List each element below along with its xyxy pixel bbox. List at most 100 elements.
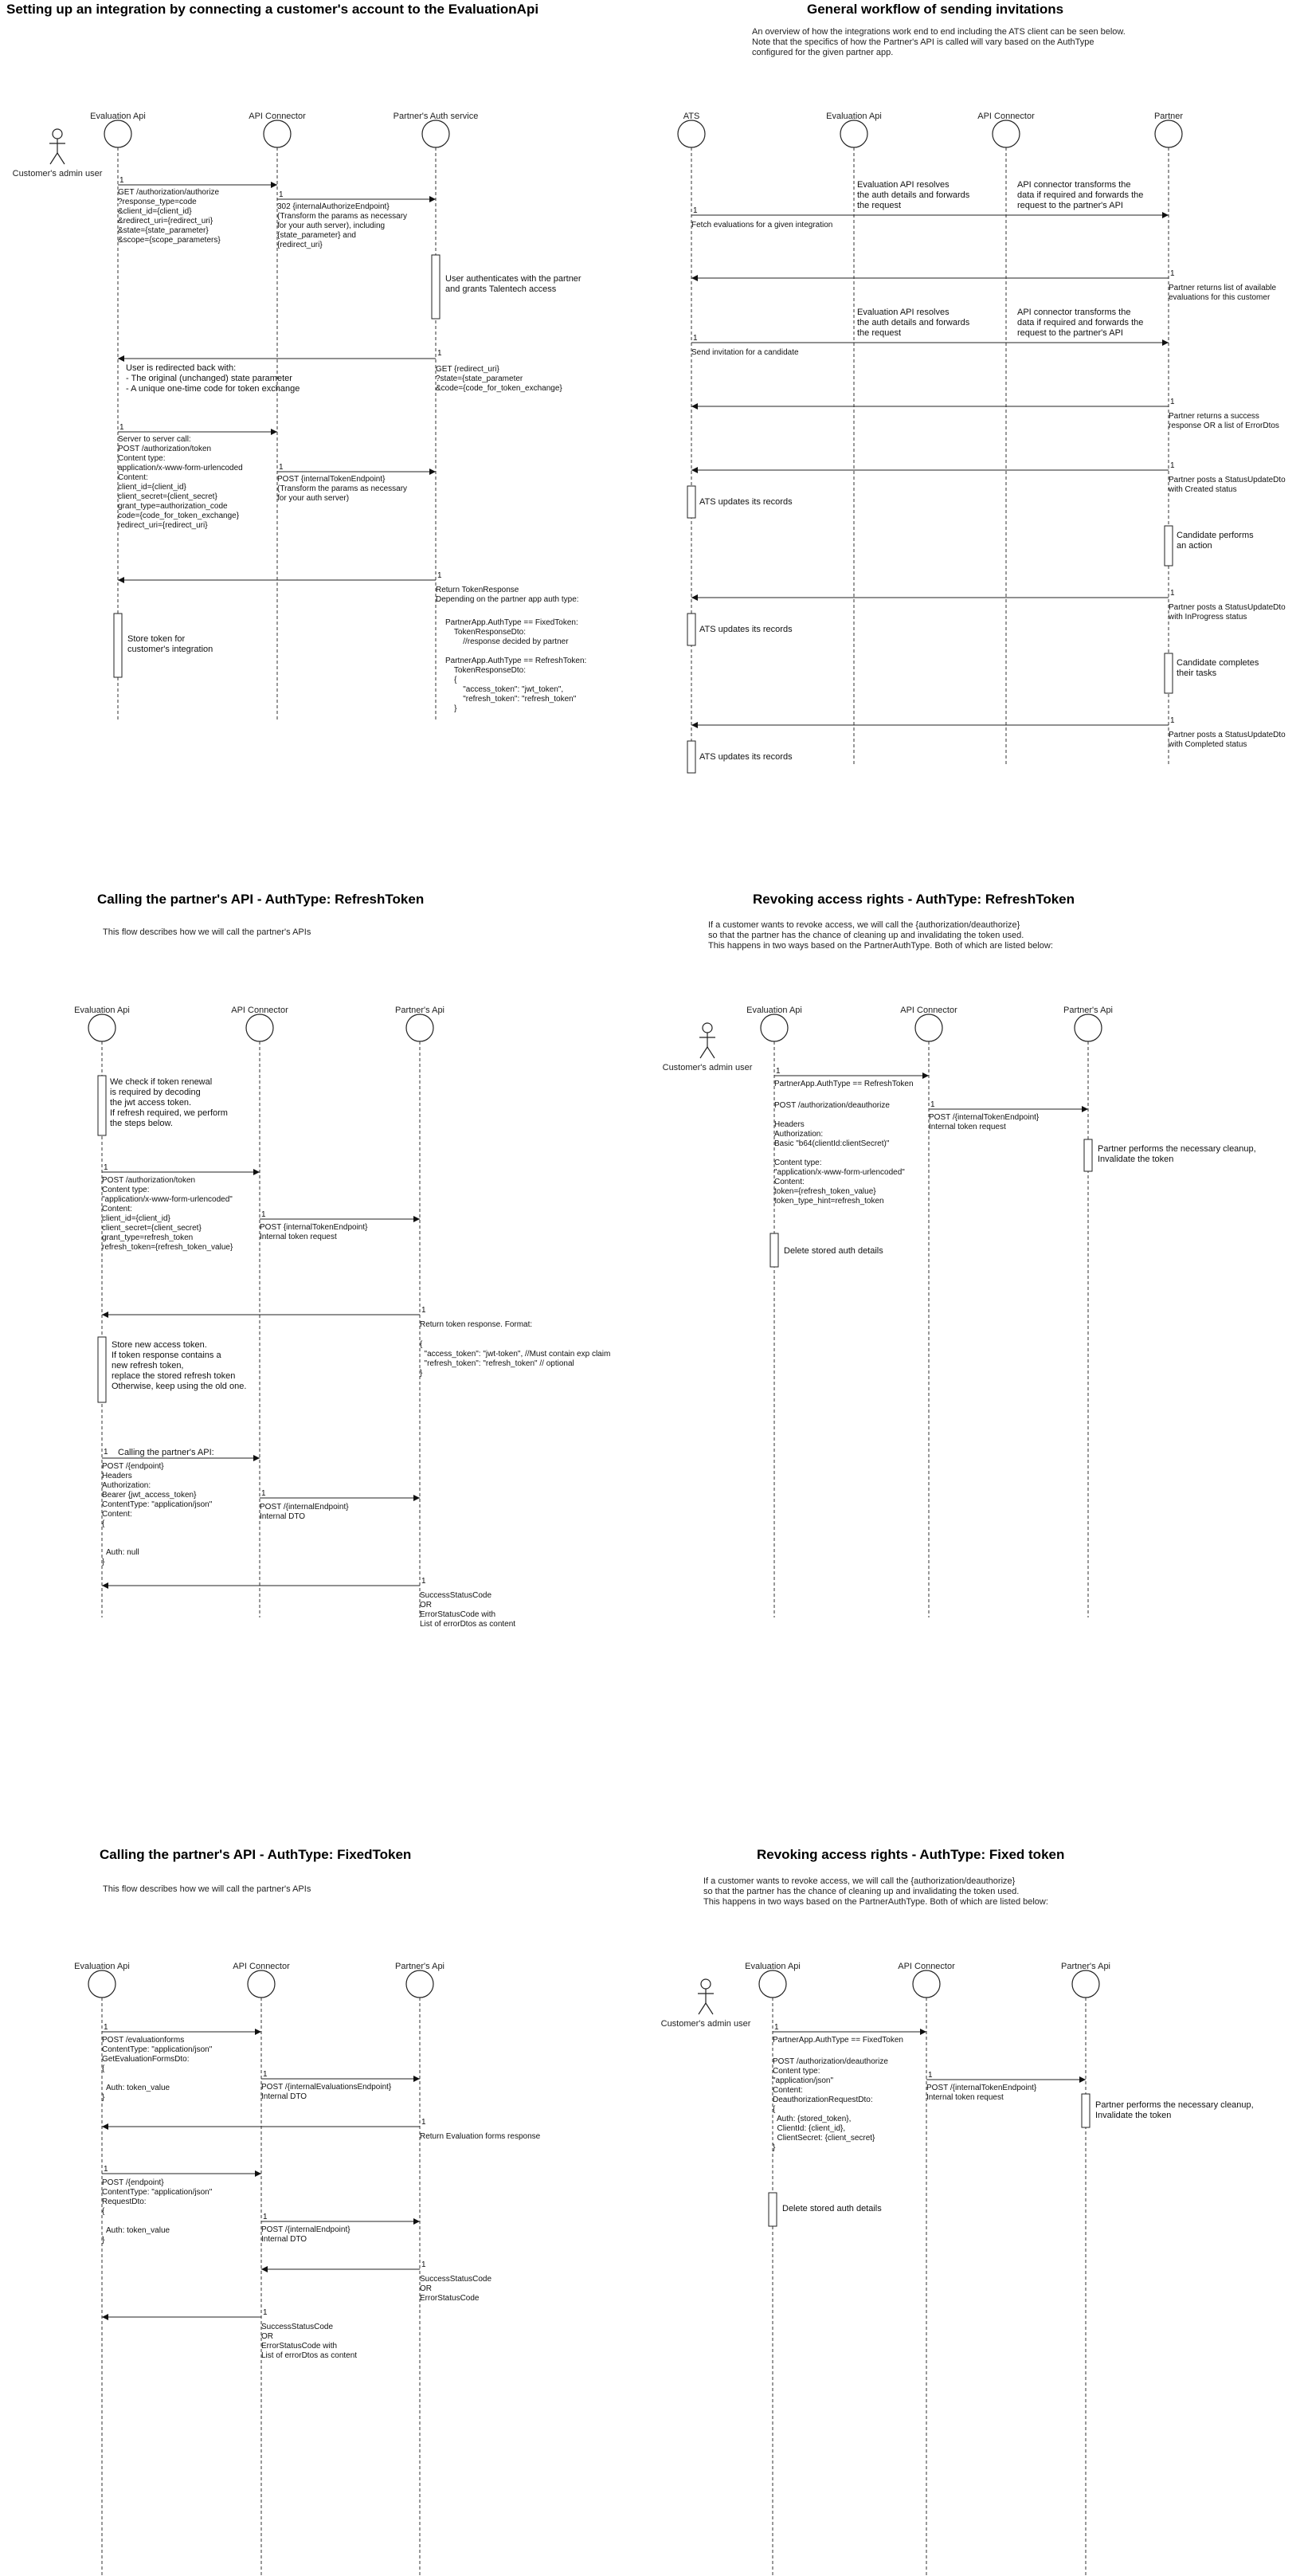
- inv-activation-ats-1: [687, 485, 696, 519]
- cr-arrow-token-head: [253, 1169, 260, 1175]
- inv-msg-eval-resolves-2: Evaluation API resolves the auth details…: [857, 308, 970, 338]
- setup-msg-token-response: Return TokenResponse Depending on the pa…: [436, 586, 579, 604]
- cr-actor-evaluation-api-head: [88, 1014, 116, 1042]
- inv-msg-ats-update-2: ATS updates its records: [699, 625, 793, 634]
- inv-actor-partner-label: Partner: [1153, 112, 1184, 121]
- inv-actor-ats-head: [677, 120, 706, 148]
- rr-msg-deauth: POST /authorization/deauthorize Headers …: [774, 1101, 905, 1206]
- cr-msg-3-seq: 1: [261, 1210, 266, 1219]
- cf-msg-forms-response: Return Evaluation forms response: [420, 2132, 541, 2141]
- setup-actor-customer-leg-right: [57, 152, 65, 165]
- setup-actor-evaluation-api-head: [104, 120, 132, 148]
- inv-msg-return-list: Partner returns list of available evalua…: [1169, 284, 1277, 302]
- cf-msg-endpoint: POST /{endpoint} ContentType: "applicati…: [102, 2178, 213, 2245]
- cf-msg-partner-status: SuccessStatusCode OR ErrorStatusCode: [420, 2275, 492, 2303]
- inv-arrow-fetch-head: [1162, 212, 1169, 218]
- cf-actor-api-connector-head: [247, 1970, 276, 1998]
- rr-actor-api-connector-label: API Connector: [900, 1006, 957, 1015]
- setup-actor-api-connector-head: [263, 120, 292, 148]
- setup-msg-6-seq: 1: [437, 571, 442, 580]
- setup-msg-token-formats: PartnerApp.AuthType == FixedToken: Token…: [445, 618, 587, 713]
- cf-msg-status: SuccessStatusCode OR ErrorStatusCode wit…: [261, 2323, 358, 2360]
- rf-actor-evaluation-api-head: [758, 1970, 787, 1998]
- cf-msg-3-seq: 1: [421, 2118, 426, 2127]
- cr-msg-status: SuccessStatusCode OR ErrorStatusCode wit…: [420, 1591, 516, 1629]
- cf-actor-evaluation-api-label: Evaluation Api: [74, 1962, 130, 1971]
- inv-msg-8-seq: 1: [1170, 398, 1175, 406]
- inv-msg-created: Partner posts a StatusUpdateDto with Cre…: [1169, 476, 1286, 494]
- rr-msg-3-seq: 1: [930, 1100, 935, 1109]
- cf-msg-forms: POST /evaluationforms ContentType: "appl…: [102, 2036, 213, 2102]
- setup-msg-internal-authorize: 302 {internalAuthorizeEndpoint} (Transfo…: [277, 202, 408, 249]
- inv-msg-candidate-complete: Candidate completes their tasks: [1177, 658, 1259, 678]
- cf-msg-2-seq: 1: [263, 2070, 268, 2079]
- cf-msg-internal-forms: POST /{internalEvaluationsEndpoint} Inte…: [261, 2083, 392, 2101]
- inv-activation-candidate-2: [1164, 653, 1173, 694]
- setup-actor-customer-head: [52, 128, 63, 139]
- invitations-description: An overview of how the integrations work…: [752, 27, 1126, 57]
- rr-msg-internal-token: POST /{internalTokenEndpoint} Internal t…: [929, 1113, 1040, 1131]
- inv-msg-ats-update-3: ATS updates its records: [699, 752, 793, 762]
- cr-msg-2-seq: 1: [104, 1163, 108, 1172]
- rf-actor-api-connector-head: [912, 1970, 941, 1998]
- cf-arrow-endpoint-head: [255, 2170, 261, 2177]
- setup-msg-authorize: GET /authorization/authorize ?response_t…: [118, 188, 221, 245]
- setup-activation-store: [113, 613, 123, 678]
- cf-arrow-status-head: [102, 2314, 108, 2320]
- cr-msg-9-seq: 1: [261, 1489, 266, 1498]
- inv-msg-15-seq: 1: [1170, 716, 1175, 725]
- cf-arrow-forms-response-head: [102, 2123, 108, 2130]
- inv-msg-7-seq: 1: [693, 334, 698, 343]
- revoke-refresh-title: Revoking access rights - AuthType: Refre…: [753, 892, 1075, 907]
- cr-msg-call-label: Calling the partner's API:: [118, 1448, 214, 1457]
- cr-actor-partner-api-head: [405, 1014, 434, 1042]
- cr-msg-4-seq: 1: [421, 1306, 426, 1315]
- cr-arrow-status-head: [102, 1582, 108, 1589]
- rr-actor-customer-leg-left: [699, 1046, 708, 1059]
- inv-activation-candidate-1: [1164, 525, 1173, 567]
- cr-msg-10-seq: 1: [421, 1577, 426, 1586]
- rf-actor-customer-leg-right: [705, 2002, 714, 2015]
- setup-msg-2-seq: 1: [279, 190, 284, 199]
- setup-msg-internal-token: POST {internalTokenEndpoint} (Transform …: [277, 475, 408, 503]
- rf-msg-1-seq: 1: [774, 2023, 779, 2032]
- setup-arrow-internal-token-head: [429, 469, 436, 475]
- rr-msg-authtype: PartnerApp.AuthType == RefreshToken: [774, 1080, 914, 1088]
- rf-msg-authtype: PartnerApp.AuthType == FixedToken: [773, 2036, 903, 2045]
- rr-msg-delete: Delete stored auth details: [784, 1246, 883, 1256]
- setup-msg-5-seq: 1: [279, 463, 284, 472]
- inv-actor-ats-label: ATS: [683, 112, 700, 121]
- cr-arrow-internal-head: [413, 1495, 420, 1501]
- cr-actor-api-connector-head: [245, 1014, 274, 1042]
- rf-actor-customer-leg-left: [698, 2002, 707, 2015]
- cr-arrow-token-response-head: [102, 1312, 108, 1318]
- cr-msg-token: POST /authorization/token Content type: …: [102, 1176, 233, 1252]
- setup-actor-api-connector-label: API Connector: [249, 112, 306, 121]
- cr-msg-endpoint: POST /{endpoint} Headers Authorization: …: [102, 1462, 213, 1566]
- inv-arrow-created-head: [691, 467, 698, 473]
- cf-arrow-internal-head: [413, 2218, 420, 2225]
- setup-msg-store: Store token for customer's integration: [127, 634, 213, 654]
- call-fixed-title: Calling the partner's API - AuthType: Fi…: [100, 1847, 412, 1862]
- invitations-title: General workflow of sending invitations: [807, 2, 1064, 17]
- revoke-refresh-description: If a customer wants to revoke access, we…: [708, 920, 1053, 951]
- rr-actor-evaluation-api-label: Evaluation Api: [746, 1006, 802, 1015]
- inv-msg-connector-transforms-1: API connector transforms the data if req…: [1017, 180, 1144, 210]
- rr-actor-customer-head: [702, 1022, 713, 1033]
- setup-actor-auth-service-label: Partner's Auth service: [393, 112, 479, 121]
- rf-activation-delete: [768, 2192, 777, 2227]
- setup-msg-redirect: GET {redirect_uri} ?state={state_paramet…: [436, 365, 562, 393]
- setup-arrow-token-head: [271, 429, 277, 435]
- rf-actor-api-connector-label: API Connector: [898, 1962, 955, 1971]
- cf-arrow-internal-forms-head: [413, 2076, 420, 2082]
- inv-actor-evaluation-api-head: [840, 120, 868, 148]
- rf-msg-internal-token: POST /{internalTokenEndpoint} Internal t…: [926, 2084, 1037, 2102]
- cf-msg-7-seq: 1: [263, 2308, 268, 2317]
- rf-actor-partner-api-label: Partner's Api: [1060, 1962, 1111, 1971]
- rf-msg-3-seq: 1: [928, 2071, 933, 2080]
- setup-arrow-internal-authorize-head: [429, 196, 436, 202]
- cr-activation-check: [97, 1075, 107, 1136]
- rr-actor-customer-label: Customer's admin user: [662, 1063, 753, 1072]
